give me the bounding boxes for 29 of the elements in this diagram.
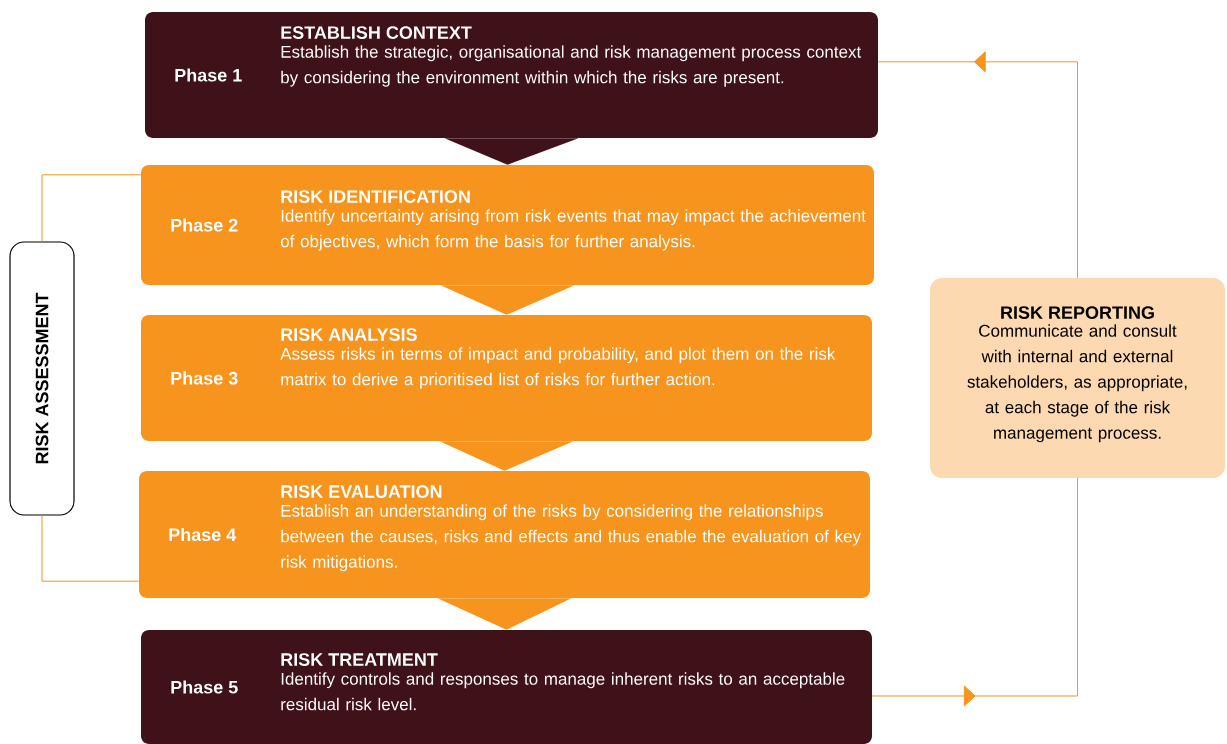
side-box (9, 241, 75, 516)
phase-label: Phase 2 (171, 218, 238, 232)
heading: RISK REPORTING (1001, 306, 1154, 319)
description: Establish the strategic, organisational and risk management process context by considering the environment within which the risks are present. (281, 45, 862, 87)
connector-line (877, 51, 1078, 279)
description: Assess risks in terms of impact and probability, and plot them on the risk matrix to derive a prioritised list of risks for further action. (280, 347, 836, 389)
chevron-arrow (437, 598, 572, 630)
vertical-label: RISK ASSESSMENT (35, 292, 49, 464)
connector-line (41, 515, 140, 582)
chevron-arrow (440, 285, 575, 315)
heading: RISK TREATMENT (281, 653, 438, 666)
phase-label: Phase 1 (175, 68, 242, 82)
phase-label: Phase 5 (171, 680, 238, 694)
heading: RISK ANALYSIS (281, 328, 417, 341)
phase-label: Phase 4 (169, 527, 237, 542)
description: Identify controls and responses to manage inherent risks to an acceptable residual risk level. (281, 672, 845, 711)
heading: RISK EVALUATION (281, 485, 442, 498)
chevron-arrow (439, 441, 574, 471)
description: Identify uncertainty arising from risk events that may impact the achievement of objectives, which form the basis for further analysis. (280, 209, 866, 251)
phase-box (141, 630, 872, 744)
heading: RISK IDENTIFICATION (281, 190, 470, 203)
connector-line (41, 174, 142, 242)
connector-line (871, 477, 1078, 707)
description: Establish an understanding of the risks by considering the relationships between the causes, risks and effects and thus enable the evaluation of key risk mitigations. (281, 504, 861, 572)
chevron-arrow (444, 138, 579, 165)
heading: ESTABLISH CONTEXT (281, 26, 472, 39)
info-box (930, 278, 1225, 478)
phase-label: Phase 3 (171, 371, 238, 385)
description: Communicate and consult with internal and external stakeholders, as appropriate, at each stage of the risk management process. (967, 324, 1187, 443)
